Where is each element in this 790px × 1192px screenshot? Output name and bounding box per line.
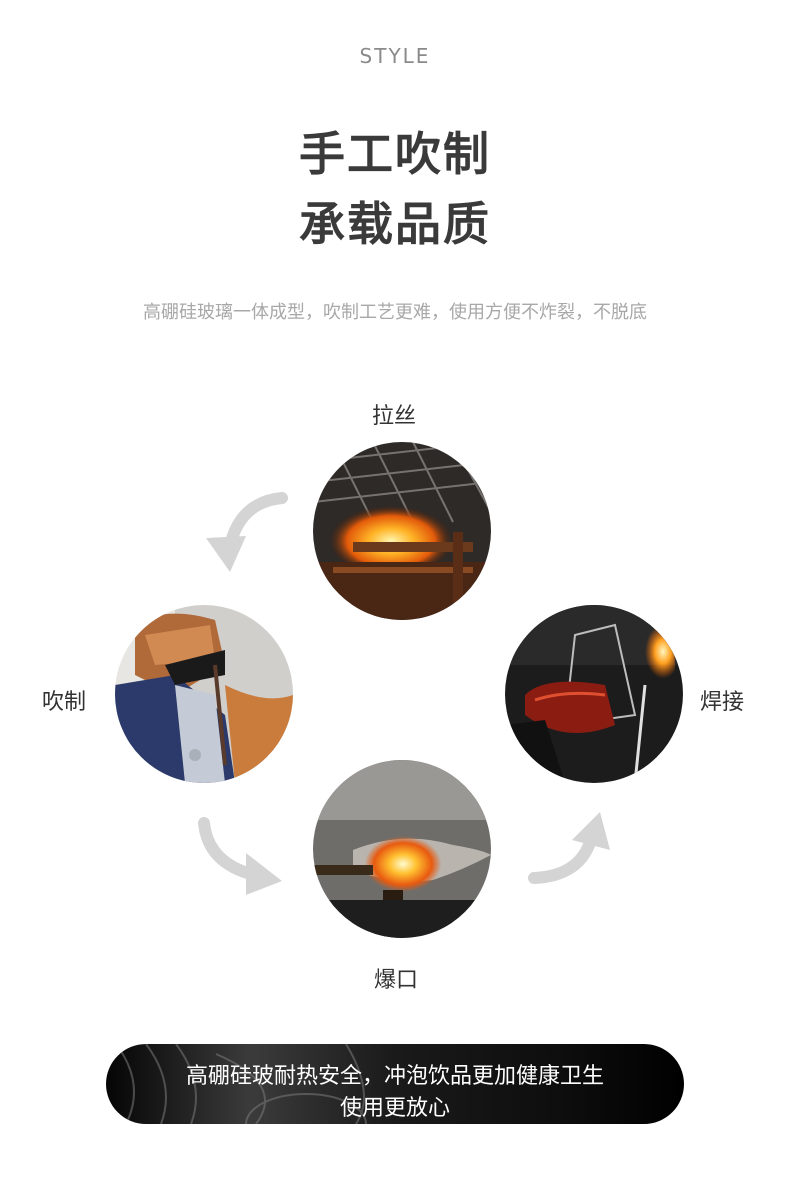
arrow-blowing-to-bursting-icon <box>198 817 282 895</box>
style-tag: STYLE <box>359 44 431 68</box>
banner-text-line2: 使用更放心 <box>339 1096 450 1121</box>
step-image-blowing <box>115 605 293 783</box>
page-title-line2: 承载品质 <box>299 197 491 251</box>
step-image-welding <box>505 605 683 783</box>
arrow-bursting-to-welding-icon <box>528 812 610 884</box>
step-label-welding: 焊接 <box>700 690 745 715</box>
page-title-line1: 手工吹制 <box>299 127 491 181</box>
step-label-drawing: 拉丝 <box>372 404 417 429</box>
bottom-banner: 高硼硅玻耐热安全，冲泡饮品更加健康卫生 使用更放心 <box>106 1044 684 1124</box>
step-label-blowing: 吹制 <box>42 690 87 715</box>
step-image-bursting <box>313 760 491 938</box>
arrow-drawing-to-blowing-icon <box>206 492 288 572</box>
page-subtitle: 高硼硅玻璃一体成型，吹制工艺更难，使用方便不炸裂，不脱底 <box>143 302 647 323</box>
step-image-drawing <box>313 442 491 620</box>
banner-text-line1: 高硼硅玻耐热安全，冲泡饮品更加健康卫生 <box>185 1064 604 1089</box>
step-label-bursting: 爆口 <box>374 968 419 993</box>
